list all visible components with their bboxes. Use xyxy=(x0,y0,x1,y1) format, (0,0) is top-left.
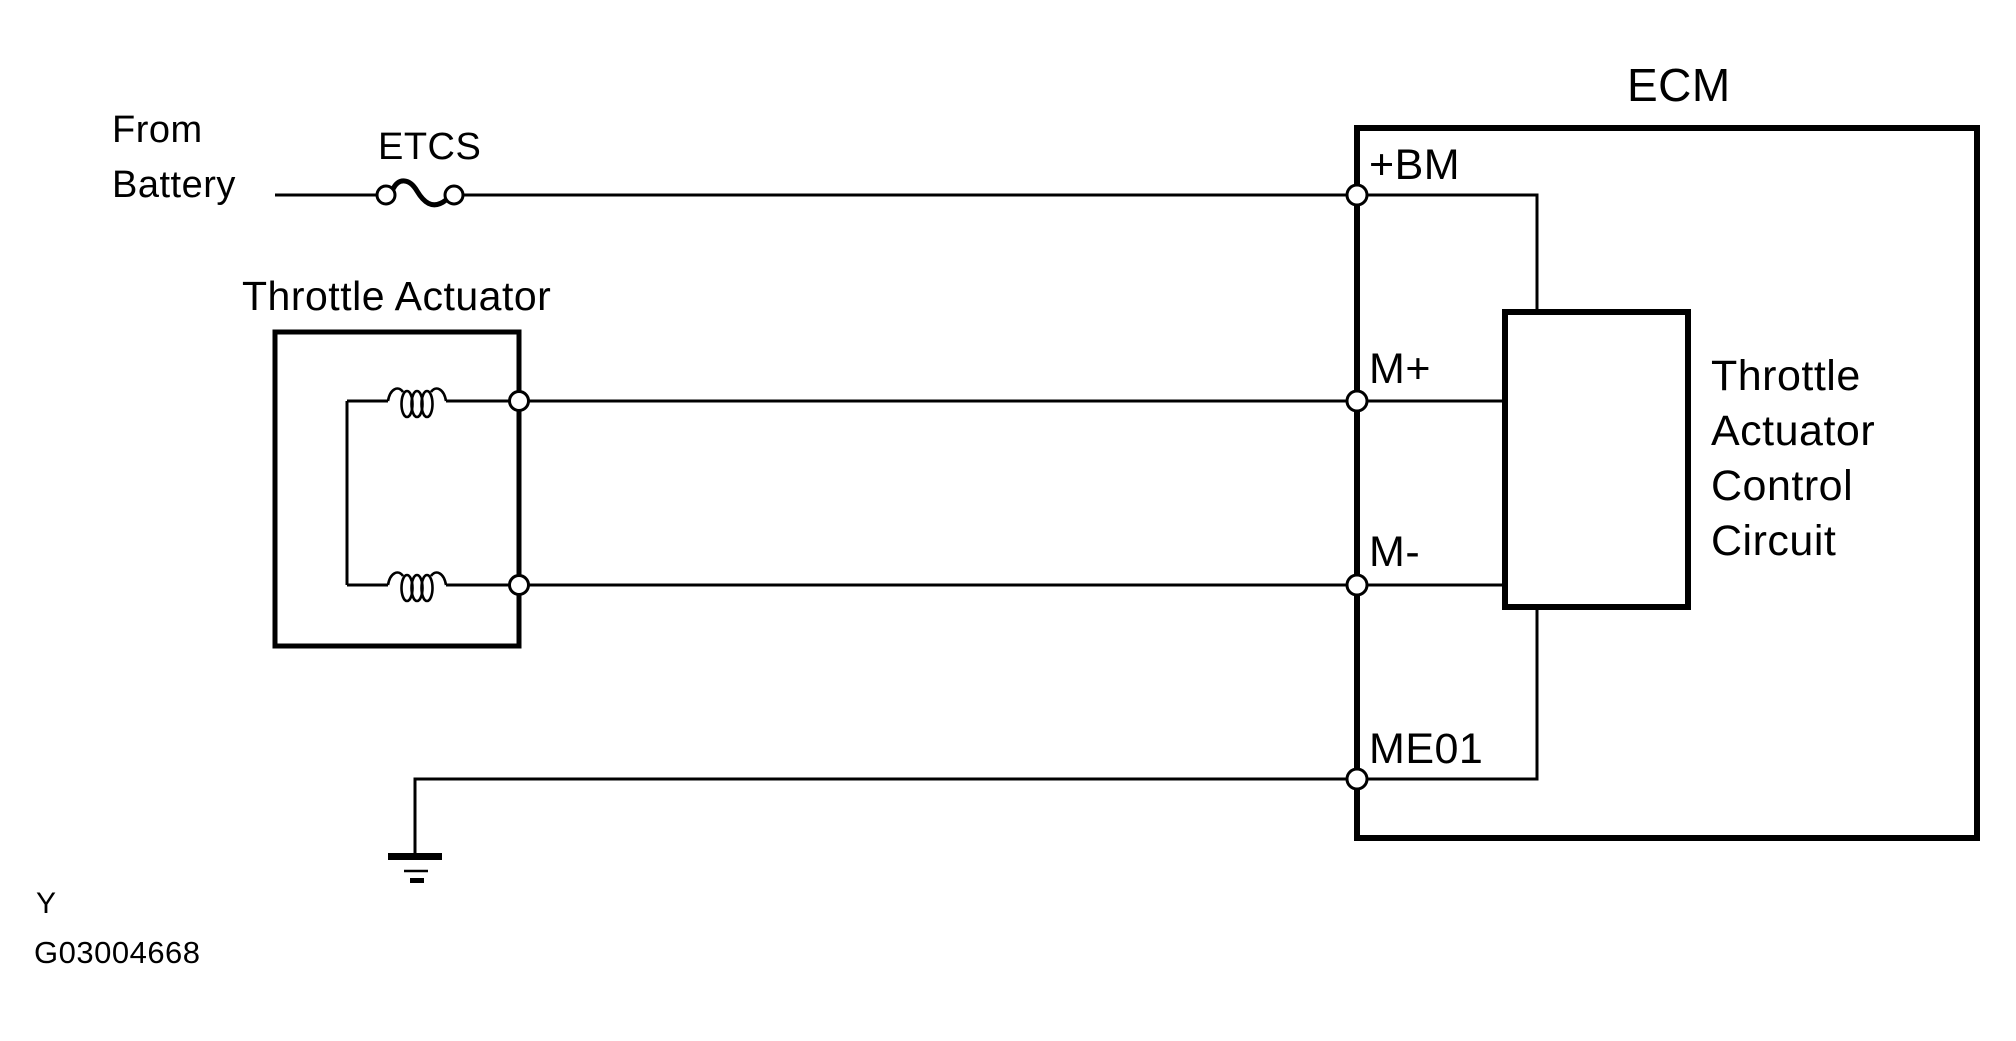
me01-ground-wire xyxy=(413,777,1357,856)
ecm-terminal-bm xyxy=(1345,183,1369,207)
fuse-icon xyxy=(375,178,465,208)
ecm-title-label: ECM xyxy=(1627,59,1731,111)
fuse-left-terminal xyxy=(375,184,397,206)
bm-internal-wire xyxy=(1357,193,1539,312)
ecm-terminal-me01 xyxy=(1345,767,1369,791)
coil-icon-bottom xyxy=(386,571,448,603)
actuator-terminal-m-plus xyxy=(508,390,530,412)
terminal-label-bm: +BM xyxy=(1369,141,1461,189)
ecm-terminal-m-plus xyxy=(1345,389,1369,413)
actuator-terminal-m-minus xyxy=(508,574,530,596)
battery-source-label: From Battery xyxy=(112,109,236,206)
coil-left-hump xyxy=(386,387,405,402)
throttle-actuator-control-circuit-box xyxy=(1502,309,1691,610)
throttle-actuator-label: Throttle Actuator xyxy=(242,273,552,319)
throttle-actuator-control-circuit-label: Throttle Actuator Control Circuit xyxy=(1711,352,1876,565)
ecm-terminal-m-minus xyxy=(1345,573,1369,597)
coil-icon xyxy=(386,387,448,419)
throttle-actuator-box xyxy=(272,329,522,649)
coil-loop xyxy=(420,389,434,419)
revision-label: Y xyxy=(36,887,57,920)
fuse-right-terminal xyxy=(443,184,465,206)
ecm-box xyxy=(1354,125,1980,841)
ground-bar-3 xyxy=(410,878,424,883)
terminal-label-m-minus: M- xyxy=(1369,528,1421,576)
fuse-name-label: ETCS xyxy=(378,126,482,168)
terminal-label-me01: ME01 xyxy=(1369,725,1484,773)
terminal-label-m-plus: M+ xyxy=(1369,345,1431,393)
ground-icon xyxy=(388,853,442,883)
figure-code-label: G03004668 xyxy=(34,935,201,970)
me01-internal-wire xyxy=(1357,607,1539,781)
coil-right-hump xyxy=(429,387,448,402)
ground-bar-1 xyxy=(388,853,442,860)
fuse-element xyxy=(390,178,449,208)
